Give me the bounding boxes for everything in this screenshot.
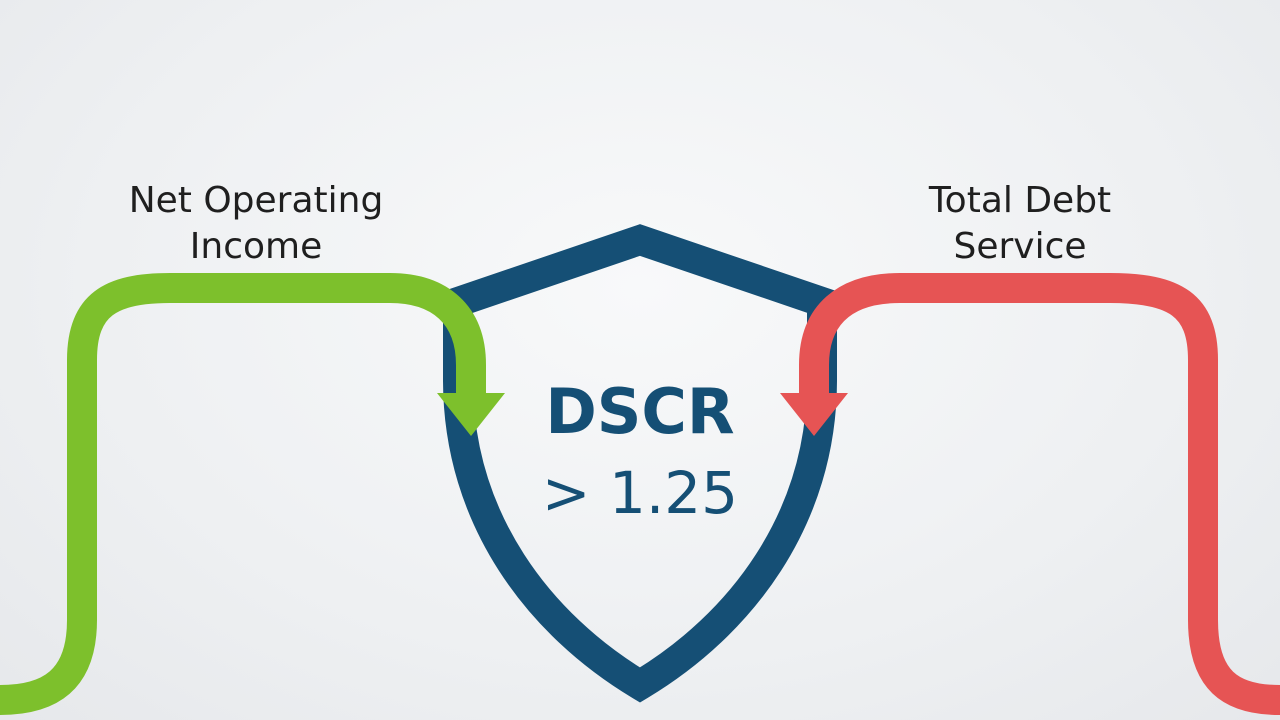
- dscr-title: DSCR: [545, 375, 735, 448]
- label-line: Income: [189, 226, 323, 267]
- label-line: Service: [953, 226, 1087, 267]
- arrow-down-icon: [780, 393, 848, 436]
- income-flow-line: [0, 273, 486, 715]
- total-debt-service-label: Total Debt Service: [860, 178, 1180, 270]
- net-operating-income-label: Net Operating Income: [96, 178, 416, 270]
- label-line: Total Debt: [928, 180, 1112, 221]
- shield-icon: [443, 224, 837, 703]
- arrow-down-icon: [437, 393, 505, 436]
- debt-flow-line: [799, 273, 1280, 715]
- label-line: Net Operating: [128, 180, 384, 221]
- dscr-threshold: > 1.25: [541, 459, 739, 527]
